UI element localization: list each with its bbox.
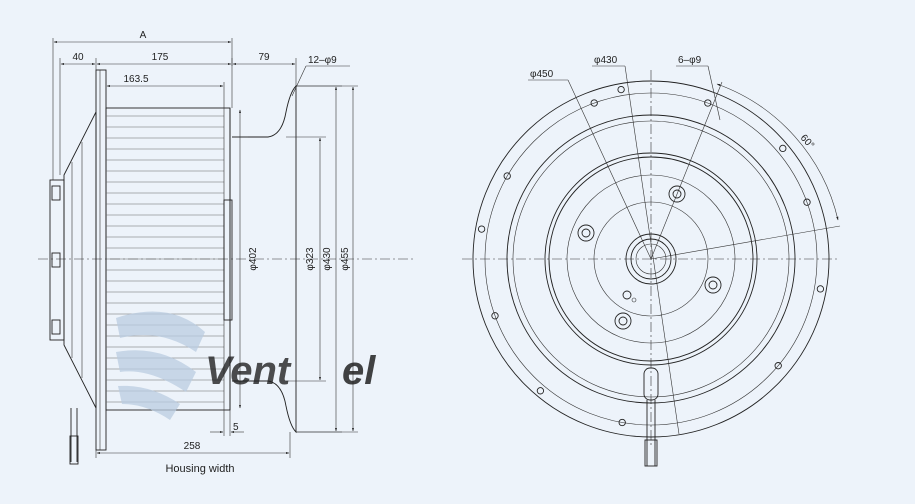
ring-hole [704,99,712,107]
dim-402-label: φ402 [248,247,259,271]
ring-hole [816,285,825,293]
ring-hole [617,85,625,94]
ring-hole [477,225,486,233]
dim-323-label: φ323 [305,247,316,271]
hub-outer [544,152,758,366]
housing-width-label: Housing width [165,463,234,475]
vental-watermark: Vent el [116,311,376,420]
cable [69,435,79,465]
watermark-swirl [116,311,205,352]
dim-258-label: 258 [184,441,201,452]
mount-bolt [51,319,61,335]
watermark-text-vent: Vent [205,349,292,393]
dim-A-label: A [140,30,147,41]
dim-5-label: 5 [233,422,239,433]
dim-40-label: 40 [72,52,84,63]
dim-455-label: φ455 [340,247,351,271]
dim-450-label: φ450 [530,69,554,80]
motor-body [63,111,97,409]
mount-bolt [51,252,61,268]
angle-label: 60° [798,133,816,152]
dim-163-label: 163.5 [123,74,148,85]
ring-hole [779,144,787,153]
cable-end [644,439,658,467]
watermark-text-el: el [342,349,376,393]
ring-hole [503,172,511,180]
inlet-circle [506,114,796,404]
inlet-ring [232,84,297,434]
dim-430-front-label: φ430 [594,55,618,66]
motor-bolt-holes [577,185,722,330]
ring-hole [774,362,782,370]
cable-gland [643,367,659,401]
hub-plate [223,199,233,321]
ring-hole [590,99,598,107]
dim-175-label: 175 [152,52,169,63]
front-view: φ450 φ430 6–φ9 60° [462,55,841,467]
ring-hole [618,418,626,427]
mount-bolt [51,185,61,201]
angle-arc [716,83,839,221]
side-view: A 40 175 163.5 79 12–φ9 φ402 φ323 [38,30,415,475]
holes-12-label: 12–φ9 [308,55,337,66]
dim-430-label: φ430 [322,247,333,271]
holes-6-label: 6–φ9 [678,55,702,66]
outer-ring [472,80,830,438]
impeller-backplate [95,69,107,451]
shaft-hub [625,233,677,285]
dim-79-label: 79 [258,52,270,63]
ring-hole [491,312,499,320]
ring-hole [536,387,545,395]
